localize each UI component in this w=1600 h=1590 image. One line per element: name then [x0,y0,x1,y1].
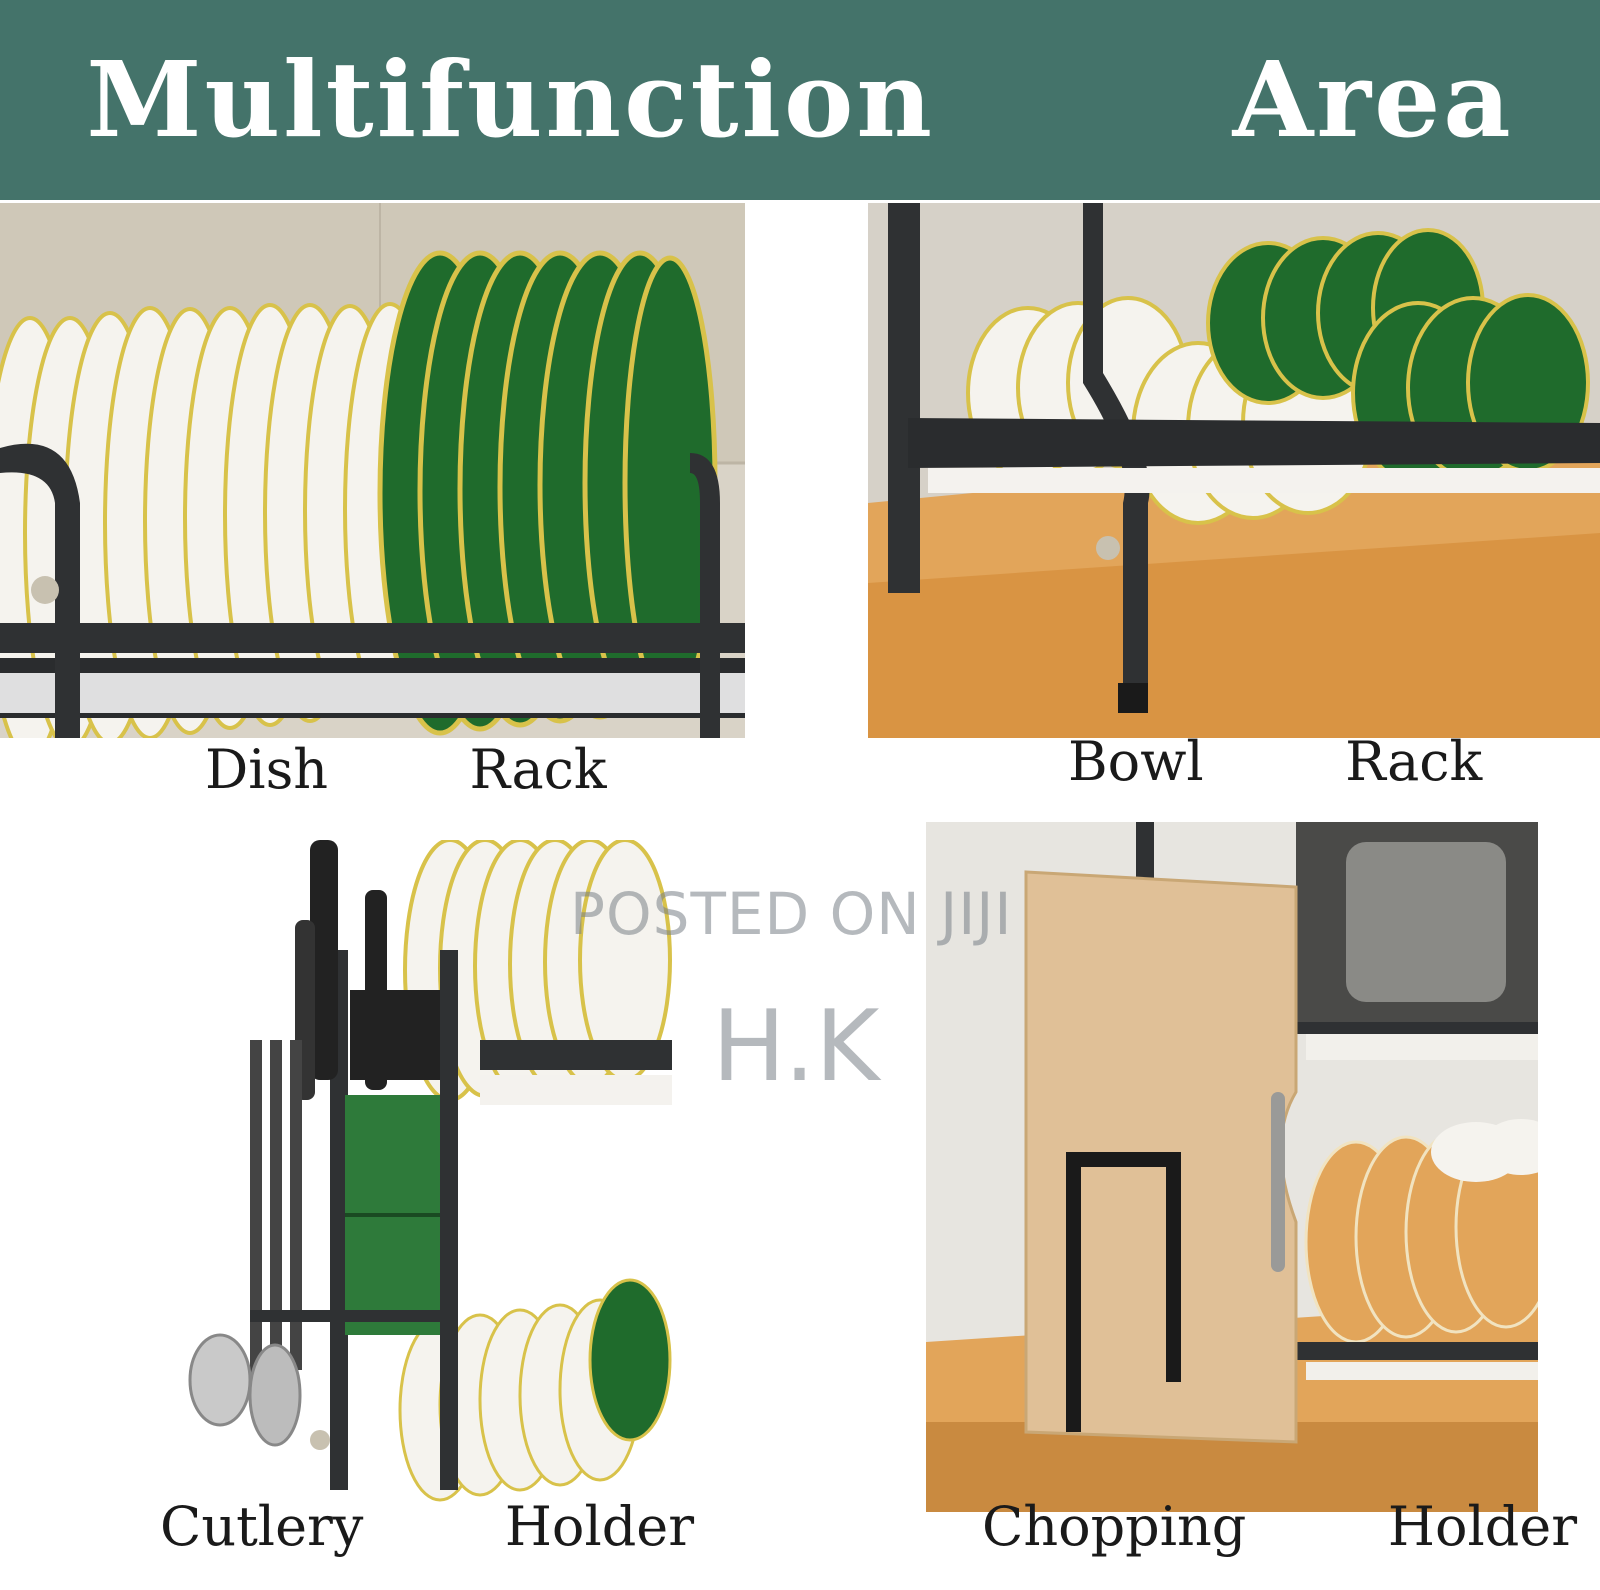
bowl-rack-caption: Bowl Rack [1068,730,1483,793]
cutlery-holder-caption: Cutlery Holder [160,1495,695,1558]
bowl-rack-photo [868,203,1600,738]
banner-title: Multifunction Area [86,38,1514,161]
dish-rack-caption: Dish Rack [205,738,607,801]
title-banner: Multifunction Area [0,0,1600,200]
cutlery-holder-photo [180,840,672,1510]
chopping-holder-photo [926,822,1538,1512]
chopping-holder-caption: Chopping Holder [982,1495,1578,1558]
watermark-posted-on-jiji: POSTED ON JIJI [570,880,1013,948]
watermark-initials: H.K [712,990,880,1104]
dish-rack-photo [0,203,745,738]
